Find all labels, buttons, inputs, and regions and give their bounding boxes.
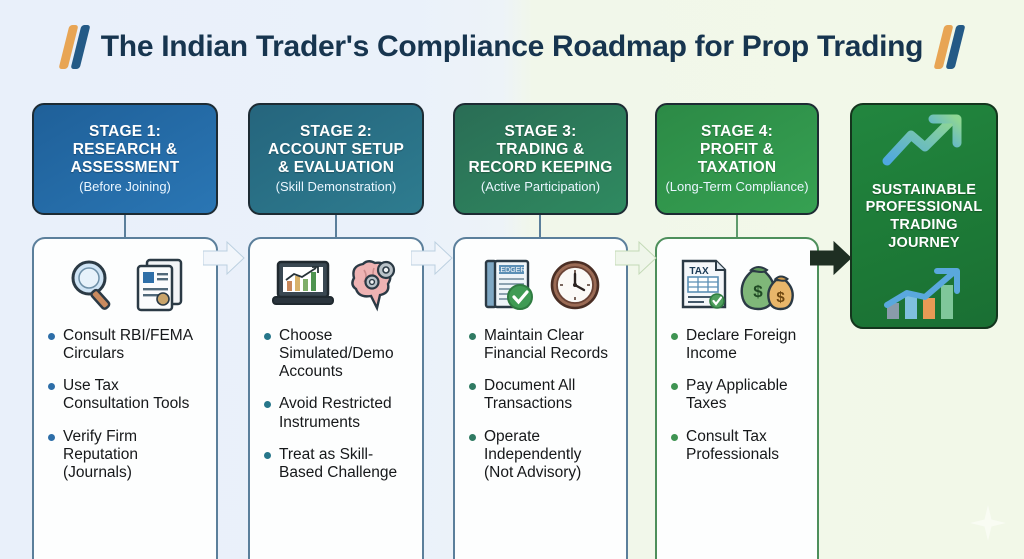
list-item: Consult RBI/FEMA Circulars: [46, 327, 204, 363]
page-title-row: The Indian Trader's Compliance Roadmap f…: [0, 16, 1024, 78]
stage-arrow-2-to-3: [411, 240, 453, 276]
svg-text:LEDGER: LEDGER: [496, 267, 525, 274]
stage-4-name-line-1: PROFIT &: [700, 141, 774, 159]
stage-4-subtitle: (Long-Term Compliance): [665, 179, 809, 195]
title-right-slashes: [933, 25, 966, 69]
stage-2-connector: [335, 215, 337, 237]
stage-3-name-line-2: RECORD KEEPING: [468, 158, 613, 176]
stage-1-subtitle: (Before Joining): [79, 179, 171, 195]
outcome-box[interactable]: SUSTAINABLE PROFESSIONAL TRADING JOURNEY: [850, 103, 998, 329]
ledger-check-icon: LEDGER: [484, 259, 533, 310]
svg-text:$: $: [776, 289, 785, 306]
title-left-slashes: [58, 25, 91, 69]
stage-1-heading: STAGE 1:: [89, 123, 161, 141]
stage-2-icons: [262, 249, 410, 321]
stage-arrow-3-to-4: [615, 240, 657, 276]
stage-card-1: Consult RBI/FEMA Circulars Use Tax Consu…: [32, 237, 218, 559]
stage-3-bullet-list: Maintain Clear Financial Records Documen…: [467, 327, 614, 496]
stage-2-name-line-1: ACCOUNT SETUP: [267, 141, 405, 159]
bar-chart-growth-icon: [884, 268, 960, 319]
stage-arrow-1-to-2: [203, 240, 245, 276]
stage-card-4: TAX $ $ Declare Foreign Income Pay Appli…: [655, 237, 819, 559]
stage-2-name-line-2: & EVALUATION: [277, 158, 395, 176]
list-item: Document All Transactions: [467, 377, 614, 413]
brain-gears-icon: [351, 260, 396, 312]
page-title: The Indian Trader's Compliance Roadmap f…: [100, 30, 924, 63]
tax-document-icon: TAX: [681, 259, 727, 309]
stage-3-connector: [539, 215, 541, 237]
list-item: Treat as Skill-Based Challenge: [262, 446, 410, 482]
stage-3-icons: LEDGER: [467, 249, 614, 321]
stage-header-3[interactable]: STAGE 3: TRADING & RECORD KEEPING (Activ…: [453, 103, 628, 215]
stage-4-bullet-list: Declare Foreign Income Pay Applicable Ta…: [669, 327, 805, 478]
stage-1-name-line-2: ASSESSMENT: [70, 158, 180, 176]
outcome-text: SUSTAINABLE PROFESSIONAL TRADING JOURNEY: [866, 182, 983, 253]
stage-1-icons: [46, 249, 204, 321]
stage-4-connector: [736, 215, 738, 237]
stage-arrow-4-to-outcome: [810, 240, 852, 276]
roadmap-stages: STAGE 1: RESEARCH & ASSESSMENT (Before J…: [0, 100, 1024, 559]
laptop-chart-icon: [272, 260, 334, 305]
document-stack-icon: [136, 258, 183, 312]
list-item: Operate Independently (Not Advisory): [467, 428, 614, 482]
stage-2-subtitle: (Skill Demonstration): [275, 179, 397, 195]
stage-header-4[interactable]: STAGE 4: PROFIT & TAXATION (Long-Term Co…: [655, 103, 819, 215]
list-item: Consult Tax Professionals: [669, 428, 805, 464]
stage-1-connector: [124, 215, 126, 237]
stage-header-1[interactable]: STAGE 1: RESEARCH & ASSESSMENT (Before J…: [32, 103, 218, 215]
stage-2-heading: STAGE 2:: [300, 123, 372, 141]
stage-4-heading: STAGE 4:: [701, 123, 773, 141]
list-item: Verify Firm Reputation (Journals): [46, 428, 204, 482]
outcome-line-4: JOURNEY: [888, 234, 960, 251]
stage-3-subtitle: (Active Participation): [480, 179, 601, 195]
stage-header-2[interactable]: STAGE 2: ACCOUNT SETUP & EVALUATION (Ski…: [248, 103, 424, 215]
svg-text:$: $: [753, 282, 763, 301]
outcome-line-1: SUSTAINABLE: [871, 181, 977, 198]
list-item: Maintain Clear Financial Records: [467, 327, 614, 363]
sparkle-icon: [970, 505, 1006, 541]
magnifying-glass-icon: [71, 260, 111, 310]
money-bags-icon: $ $: [740, 266, 794, 311]
stage-3-name-line-1: TRADING &: [496, 141, 585, 159]
trending-up-arrow-icon: [882, 114, 962, 166]
stage-1-name-line-1: RESEARCH &: [72, 141, 178, 159]
stage-3-heading: STAGE 3:: [504, 123, 577, 141]
list-item: Avoid Restricted Instruments: [262, 395, 410, 431]
stage-1-bullet-list: Consult RBI/FEMA Circulars Use Tax Consu…: [46, 327, 204, 496]
outcome-line-2: PROFESSIONAL: [865, 199, 983, 216]
stage-4-icons: TAX $ $: [669, 249, 805, 321]
list-item: Declare Foreign Income: [669, 327, 805, 363]
list-item: Use Tax Consultation Tools: [46, 377, 204, 413]
outcome-line-3: TRADING: [890, 217, 958, 233]
stage-4-name-line-2: TAXATION: [697, 158, 777, 176]
list-item: Pay Applicable Taxes: [669, 377, 805, 413]
clock-icon: [550, 260, 599, 310]
stage-2-bullet-list: Choose Simulated/Demo Accounts Avoid Res…: [262, 327, 410, 496]
stage-card-2: Choose Simulated/Demo Accounts Avoid Res…: [248, 237, 424, 559]
list-item: Choose Simulated/Demo Accounts: [262, 327, 410, 381]
svg-text:TAX: TAX: [689, 266, 709, 277]
stage-card-3: LEDGER Maintain Clea: [453, 237, 628, 559]
